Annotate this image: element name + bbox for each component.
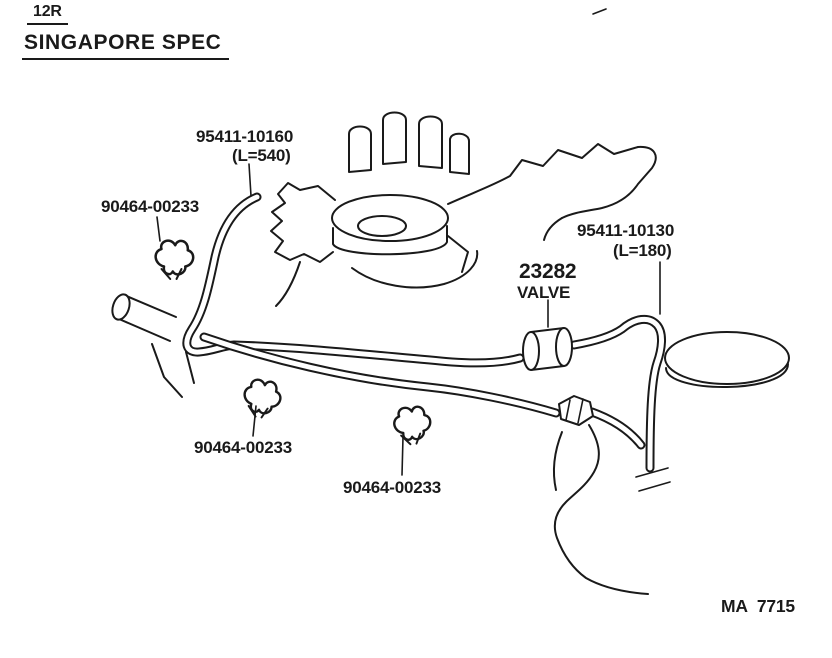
callout-clamp-bottom-part: 90464-00233	[343, 478, 442, 497]
distributor	[270, 111, 470, 263]
air-cleaner	[664, 331, 790, 388]
model-code: 12R	[27, 3, 68, 25]
scan-mark	[592, 8, 607, 15]
page-title: SINGAPORE SPEC	[22, 31, 230, 60]
hoses	[187, 197, 671, 492]
clamp-bottom	[391, 404, 434, 447]
callout-hose-upper-part: 95411-10160	[196, 127, 294, 146]
pipe-stub	[111, 293, 177, 342]
clamp-left	[154, 239, 195, 281]
callout-clamp-left-part: 90464-00233	[101, 197, 200, 216]
hex-fitting	[558, 395, 594, 426]
engine-outline	[151, 143, 657, 595]
callout-hose-upper-length: (L=540)	[232, 146, 291, 165]
callout-valve-name: VALVE	[517, 283, 571, 302]
distributor-tower	[418, 115, 443, 169]
distributor-tower	[382, 111, 407, 165]
callout-hose-right-part: 95411-10130	[577, 221, 675, 240]
callout-hose-right-length: (L=180)	[613, 241, 672, 260]
check-valve	[522, 327, 573, 371]
leader-lines	[156, 163, 661, 476]
distributor-tower	[348, 125, 372, 173]
distributor-tower	[449, 132, 470, 175]
distributor-cap-center	[357, 215, 407, 237]
hose-break-marks	[635, 467, 671, 492]
callout-valve-part: 23282	[519, 260, 577, 283]
figure-code: MA 7715	[721, 596, 795, 616]
clamp-middle	[240, 376, 284, 421]
vacuum-advance-body	[270, 182, 336, 263]
callout-clamp-middle-part: 90464-00233	[194, 438, 293, 457]
